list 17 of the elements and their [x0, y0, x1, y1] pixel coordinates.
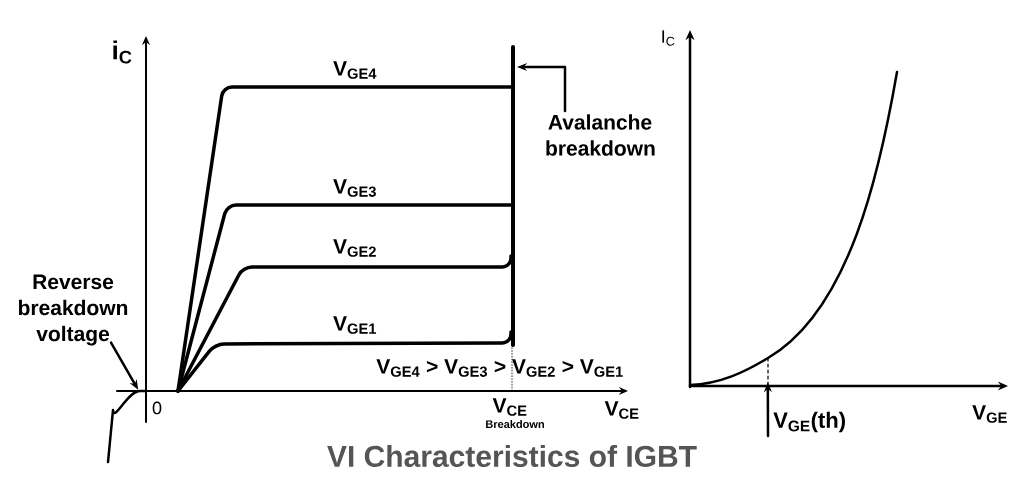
axis-label: I$_{C}$: [662, 30, 675, 46]
annotation-text: V$_{GE}$(th): [773, 411, 845, 433]
reverse-curve: [106, 389, 148, 464]
axis-label: Breakdown: [486, 419, 544, 429]
axis-label: V$_{GE3}$: [333, 179, 376, 197]
axis-label: V$_{GE4}$ > V$_{GE3}$ > V$_{GE2}$ > V$_{GE1}$: [376, 359, 623, 377]
title: VI Characteristics of IGBT: [327, 445, 697, 468]
annotation-text: Reverse breakdown voltage: [18, 274, 128, 346]
axis-label: i$_{C}$: [113, 40, 132, 64]
axis-label: V$_{GE4}$: [333, 61, 377, 79]
axis-label: V$_{GE2}$: [333, 239, 376, 257]
axis-label: V$_{GE1}$: [333, 316, 377, 334]
annotation-text: Avalanche breakdown: [546, 114, 655, 156]
transfer-curve: [688, 70, 899, 387]
axis-label: V$_{GE}$: [972, 405, 1007, 423]
axis-label: V$_{CE}$: [492, 398, 527, 416]
axis-label: V$_{CE}$: [604, 401, 639, 419]
